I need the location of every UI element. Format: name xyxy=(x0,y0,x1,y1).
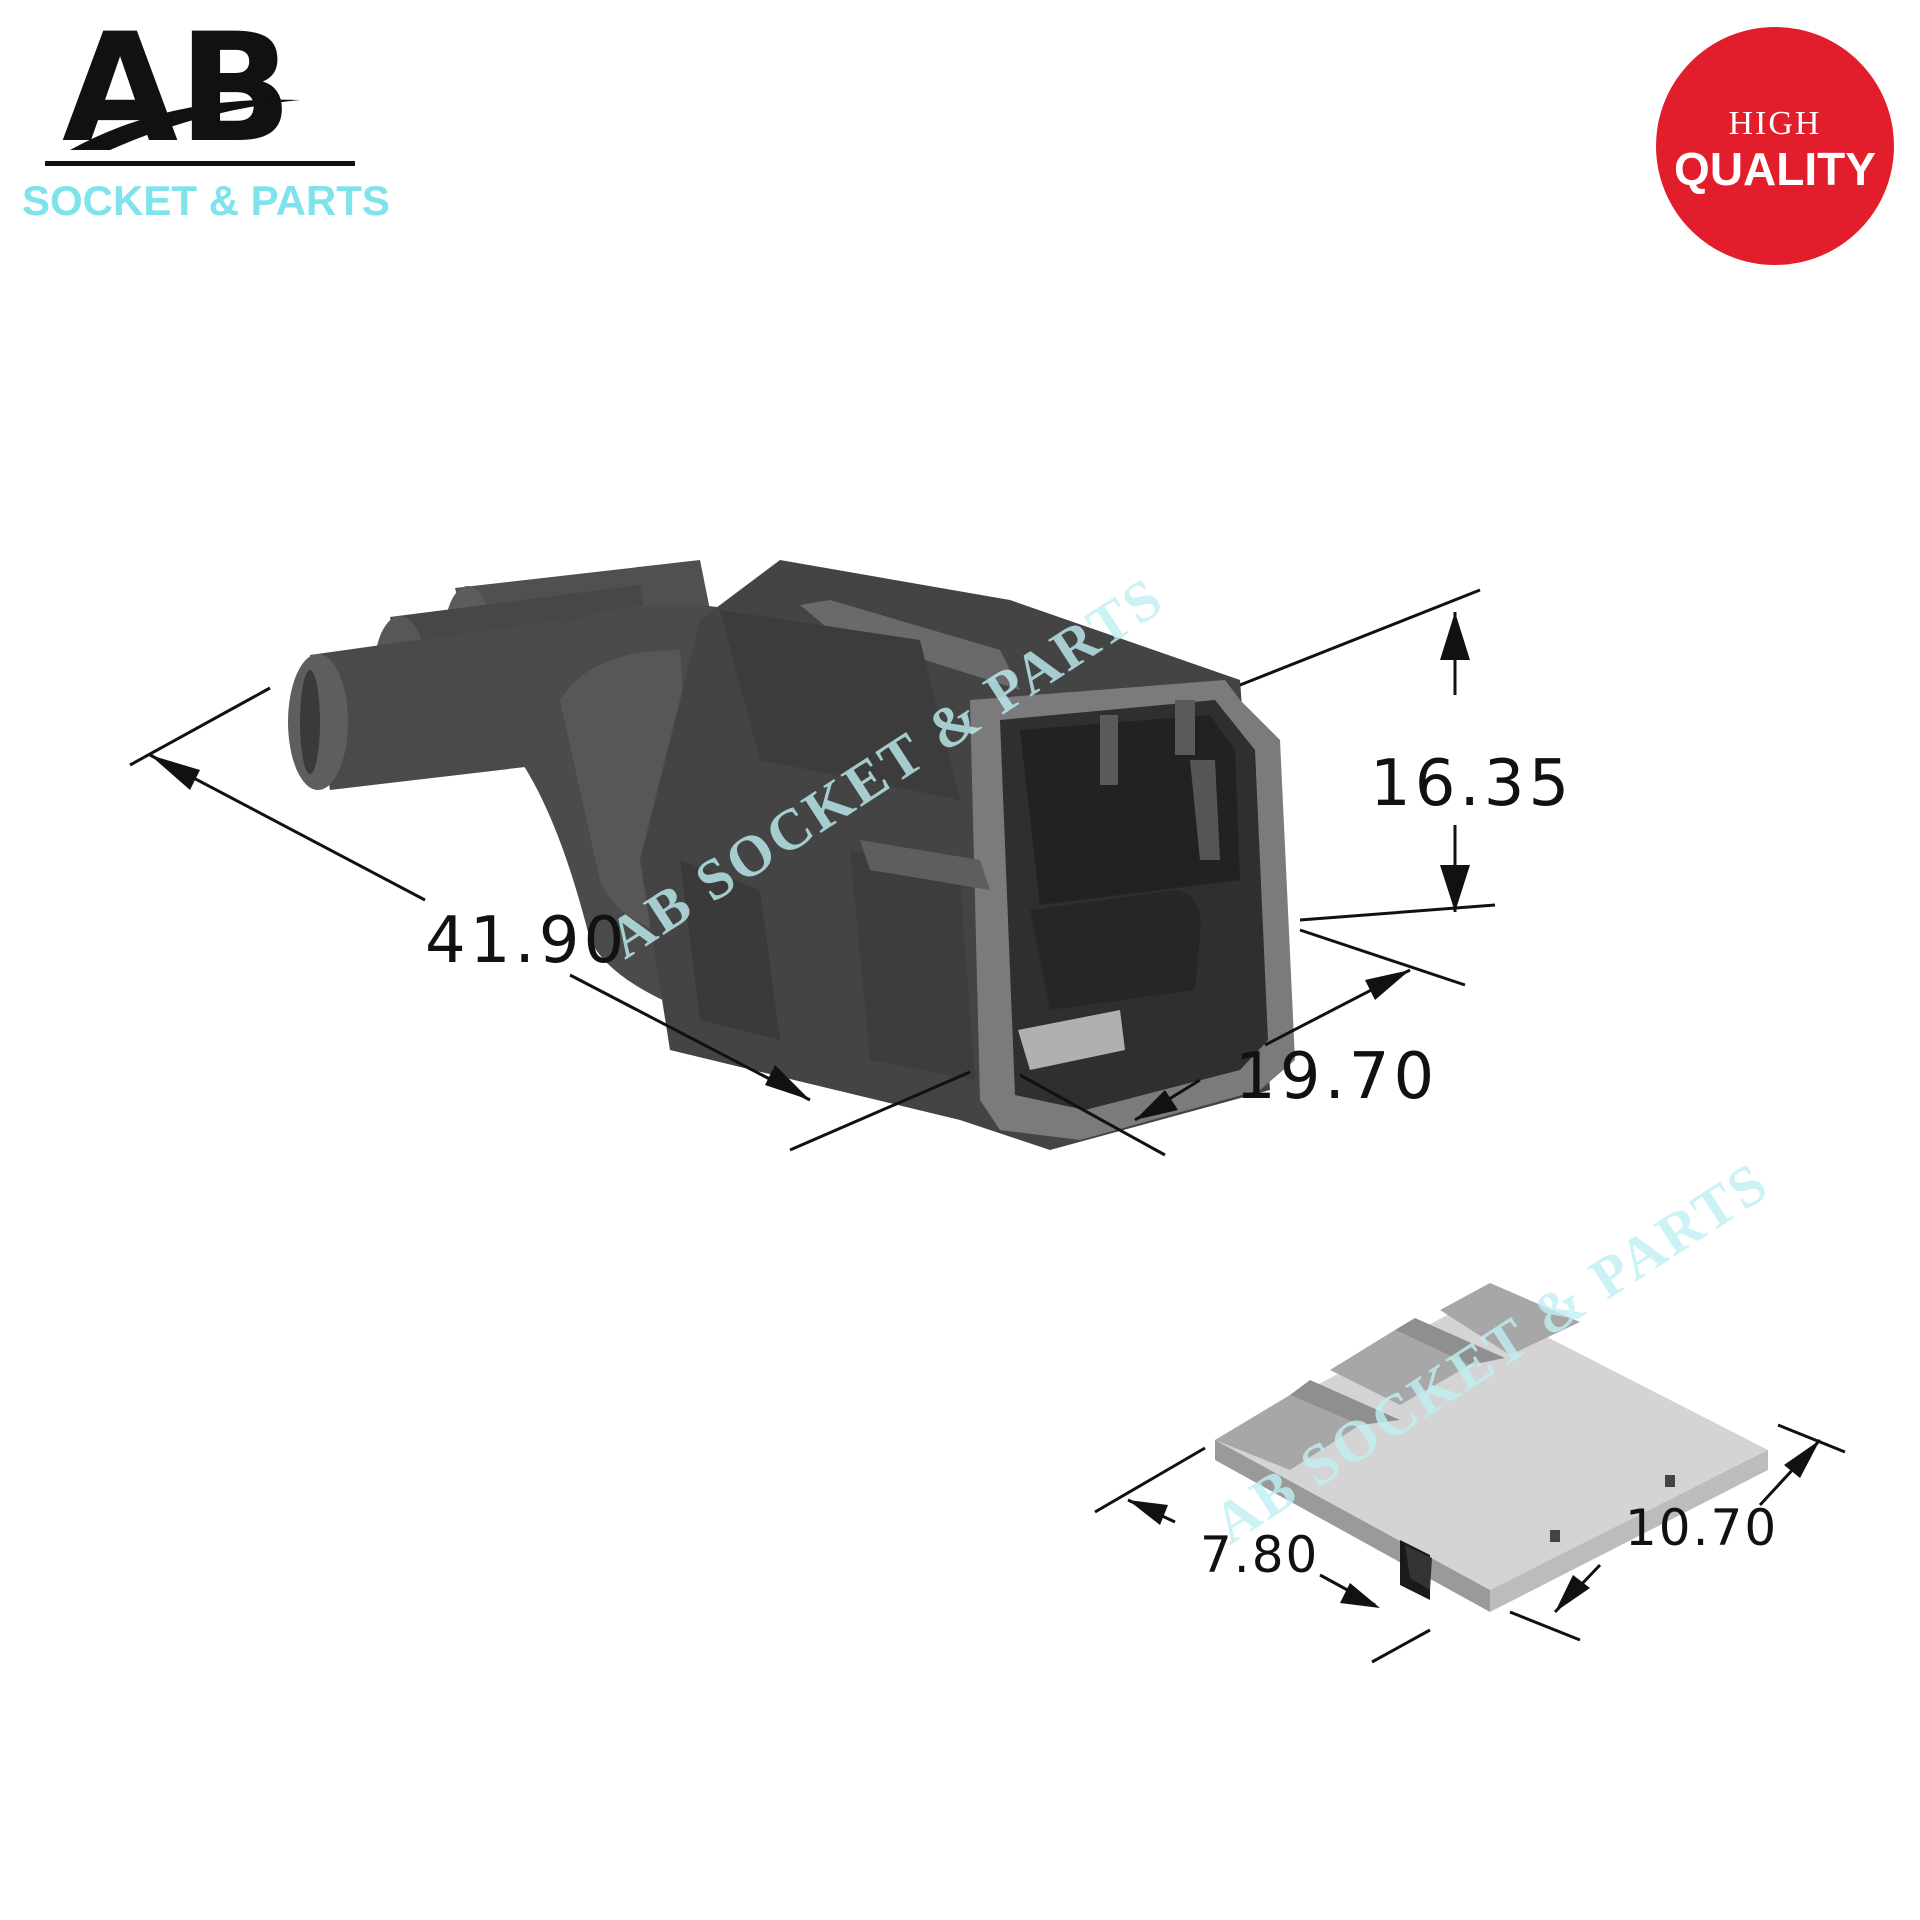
retainer-part xyxy=(1215,1283,1768,1612)
connector-dimensions: 41.90 16.35 19.70 xyxy=(129,588,1573,1157)
dim-height-label: 16.35 xyxy=(1370,747,1573,821)
dimline-length-left xyxy=(149,753,426,902)
badge-circle xyxy=(1656,27,1894,265)
retainer-side xyxy=(1490,1450,1768,1612)
connector-housing xyxy=(288,560,1295,1150)
retainer-dimensions: 7.80 10.70 xyxy=(1094,1423,1846,1664)
brand-logo: AB SOCKET & PARTS xyxy=(22,2,390,224)
dim-width-label: 19.70 xyxy=(1235,1040,1438,1114)
badge-line-2: QUALITY xyxy=(1674,143,1876,195)
dim-length-label: 41.90 xyxy=(425,904,628,978)
quality-badge: HIGH QUALITY xyxy=(1656,27,1894,265)
dim-retainer-length-label: 10.70 xyxy=(1625,1499,1778,1557)
logo-swoosh-icon xyxy=(70,99,300,150)
logo-divider xyxy=(45,161,355,166)
logo-tagline: SOCKET & PARTS xyxy=(22,177,390,224)
dim-retainer-width-label: 7.80 xyxy=(1200,1526,1319,1584)
badge-line-1: HIGH xyxy=(1729,105,1822,142)
